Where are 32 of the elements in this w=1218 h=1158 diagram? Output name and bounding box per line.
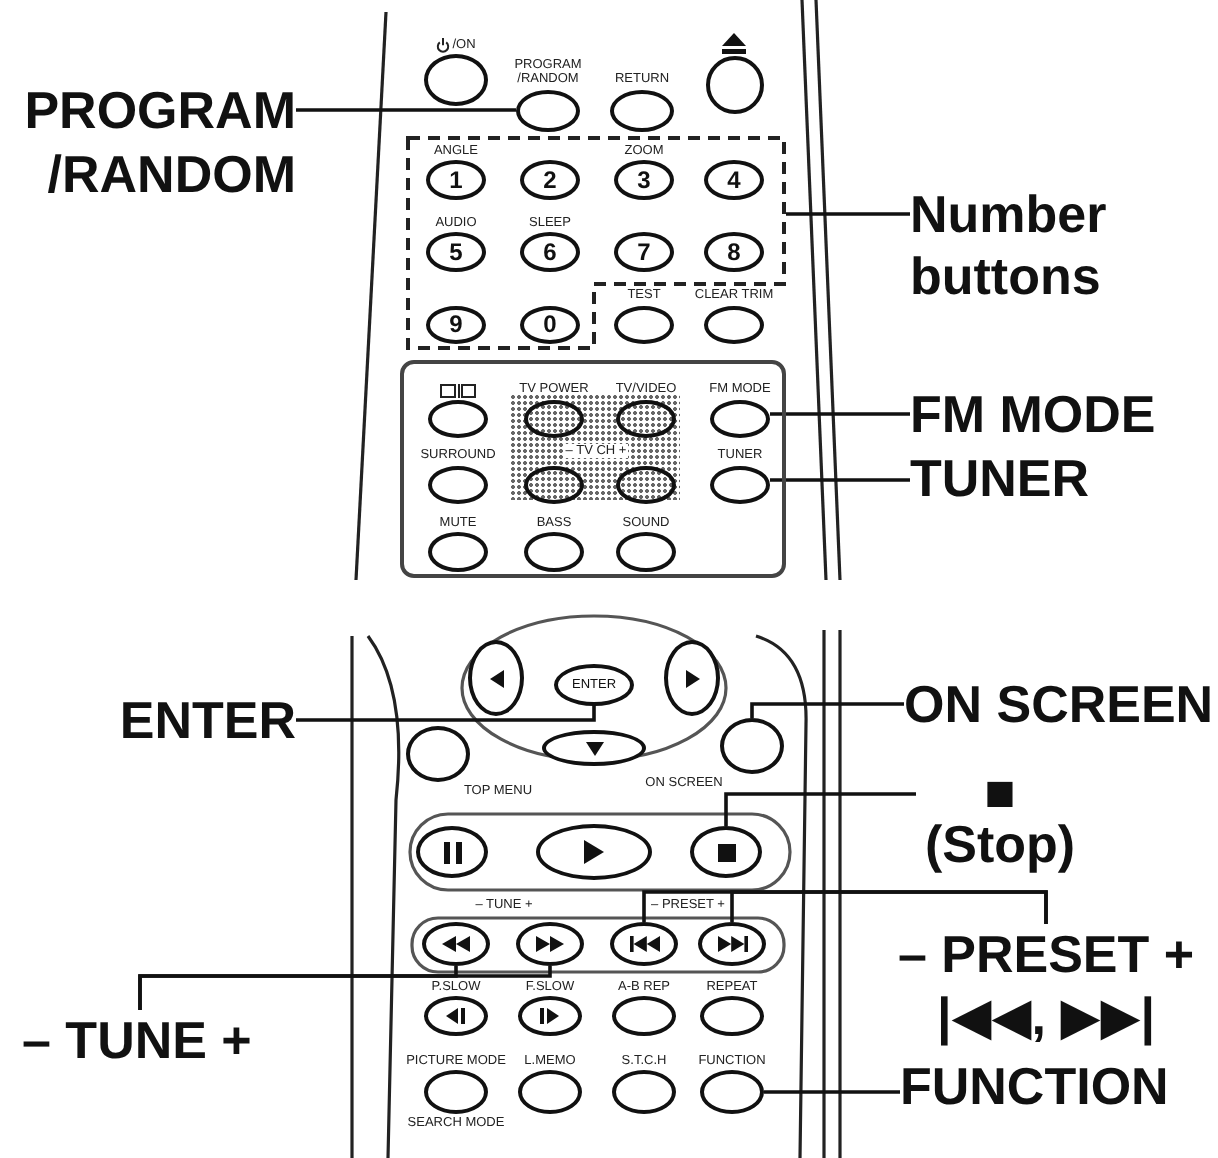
callout-label: – TUNE +: [22, 1010, 252, 1072]
callout-label: ON SCREEN: [904, 674, 1214, 736]
remote-button: 0: [520, 305, 580, 343]
leader-line: [296, 108, 516, 112]
remote-button: 3: [614, 160, 674, 200]
leader-line: [138, 966, 552, 1010]
callout-label: Number buttons: [910, 184, 1118, 308]
leader-line: [764, 1090, 900, 1094]
leader-line: [296, 705, 596, 722]
remote-button: 1: [426, 160, 486, 200]
button-panel: [400, 360, 786, 578]
remote-button: 2: [520, 160, 580, 200]
leader-line: [770, 478, 910, 482]
callout-label: FM MODE: [910, 384, 1156, 446]
remote-button: 7: [614, 232, 674, 272]
callout-label: PROGRAM /RANDOM: [16, 78, 296, 206]
callout-label: |◀◀, ▶▶|: [937, 986, 1155, 1048]
remote-button: 5: [426, 232, 486, 272]
callout-label: ■ (Stop): [916, 766, 1084, 870]
callout-label: ENTER: [116, 690, 296, 752]
leader-line: [724, 792, 916, 826]
leader-line: [786, 212, 910, 216]
remote-button: 9: [426, 305, 486, 343]
callout-label: TUNER: [910, 448, 1090, 510]
remote-button: 4: [704, 160, 764, 200]
remote-button: 8: [704, 232, 764, 272]
callout-label: FUNCTION: [900, 1056, 1169, 1118]
leader-line: [770, 412, 910, 416]
leader-line: [730, 890, 1048, 924]
leader-line: [750, 702, 904, 718]
remote-button: 6: [520, 232, 580, 272]
callout-label: – PRESET +: [897, 924, 1195, 986]
